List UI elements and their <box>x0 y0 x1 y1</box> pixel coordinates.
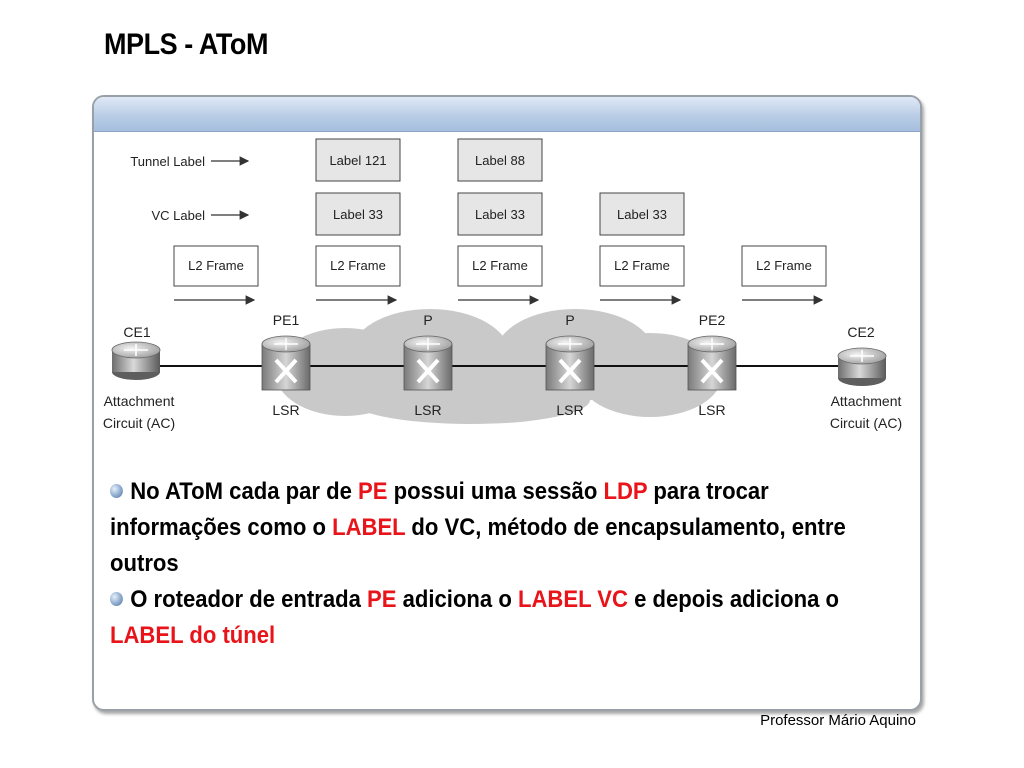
bullet-text: e depois adiciona o <box>627 586 840 613</box>
device-name: CE1 <box>123 324 150 340</box>
tunnel-label-text: Label 121 <box>329 153 386 168</box>
bullet-text: para trocar informações como o <box>110 478 769 541</box>
l2-frame-text: L2 Frame <box>330 258 386 273</box>
tunnel-label-text: Label 88 <box>475 153 525 168</box>
bullet-text: O roteador de entrada <box>130 586 368 613</box>
vc-label-box <box>599 192 685 236</box>
l2-frame-box <box>457 245 543 287</box>
row-label-tunnel: Tunnel Label <box>130 154 205 169</box>
slide-title: MPLS - AToM <box>104 28 269 61</box>
l2-frame-text: L2 Frame <box>188 258 244 273</box>
device-caption: Attachment <box>831 393 902 409</box>
emphasis-text: LABEL VC <box>517 586 628 613</box>
bullet-item: No AToM cada par de PE possui uma sessão… <box>110 474 846 582</box>
switch-router-icon <box>687 335 737 391</box>
l2-frame-box <box>599 245 685 287</box>
device-role: LSR <box>414 402 441 418</box>
tunnel-label-box <box>315 138 401 182</box>
device-name: P <box>565 312 574 328</box>
emphasis-text: PE <box>358 478 388 505</box>
bullet-text: possui uma sessão <box>387 478 604 505</box>
l2-frame-box <box>173 245 259 287</box>
device-caption: Circuit (AC) <box>830 415 902 431</box>
router-icon <box>837 347 887 386</box>
vc-label-text: Label 33 <box>475 207 525 222</box>
device-name: P <box>423 312 432 328</box>
switch-router-icon <box>403 335 453 391</box>
l2-frame-box <box>315 245 401 287</box>
emphasis-text: LABEL <box>332 514 406 541</box>
device-name: PE1 <box>273 312 300 328</box>
vc-label-box <box>315 192 401 236</box>
bullet-text: adiciona o <box>396 586 518 613</box>
l2-frame-text: L2 Frame <box>756 258 812 273</box>
tunnel-label-box <box>457 138 543 182</box>
row-label-vc: VC Label <box>152 208 206 223</box>
device-role: LSR <box>698 402 725 418</box>
emphasis-text: LDP <box>603 478 648 505</box>
switch-router-icon <box>261 335 311 391</box>
emphasis-text: LABEL do túnel <box>110 622 276 649</box>
l2-frame-box <box>741 245 827 287</box>
vc-label-text: Label 33 <box>333 207 383 222</box>
bullet-icon <box>110 484 123 498</box>
panel-header-bar <box>94 97 920 132</box>
l2-frame-text: L2 Frame <box>614 258 670 273</box>
device-caption: Circuit (AC) <box>103 415 175 431</box>
router-icon <box>111 341 161 380</box>
bullet-icon <box>110 592 123 606</box>
bullet-text: do VC, método de encapsulamento, entre o… <box>110 514 846 577</box>
device-role: LSR <box>556 402 583 418</box>
bullet-list: No AToM cada par de PE possui uma sessão… <box>110 474 846 654</box>
device-role: LSR <box>272 402 299 418</box>
device-name: CE2 <box>847 324 874 340</box>
footer-credit: Professor Mário Aquino <box>760 712 916 729</box>
vc-label-text: Label 33 <box>617 207 667 222</box>
l2-frame-text: L2 Frame <box>472 258 528 273</box>
switch-router-icon <box>545 335 595 391</box>
vc-label-box <box>457 192 543 236</box>
device-name: PE2 <box>699 312 726 328</box>
emphasis-text: PE <box>367 586 397 613</box>
device-caption: Attachment <box>104 393 175 409</box>
bullet-item: O roteador de entrada PE adiciona o LABE… <box>110 582 846 654</box>
atom-diagram: Tunnel Label VC Label Label 121 Label 88… <box>103 138 902 431</box>
bullet-text: No AToM cada par de <box>130 478 359 505</box>
